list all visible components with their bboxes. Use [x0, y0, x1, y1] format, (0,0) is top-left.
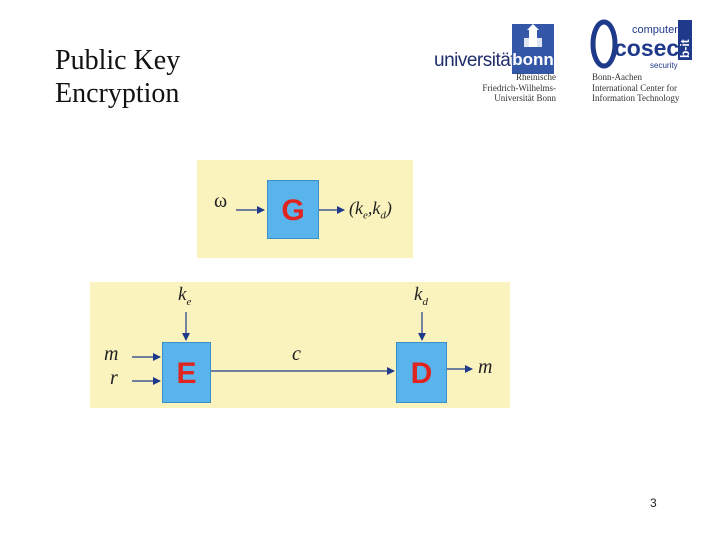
decrypt-box-label: D [410, 357, 433, 390]
ke-label: ke [178, 284, 191, 308]
key-pair-sub-e: e [362, 209, 368, 222]
uni-bonn-sub-line-1: Rheinische [516, 72, 556, 82]
slide-title-line-1: Public Key [55, 45, 181, 76]
uni-bonn-logo-word: universität [434, 50, 516, 71]
message-input-label: m [104, 343, 119, 365]
key-pair-open: (k [349, 198, 363, 218]
key-pair-sub-d: d [380, 209, 386, 222]
decrypt-box: D [396, 342, 447, 403]
ciphertext-label: c [292, 343, 301, 365]
cosec-sub-line-2: International Center for [592, 82, 677, 93]
key-pair-close: ) [385, 198, 392, 218]
ke-sub: e [186, 295, 192, 308]
encrypt-box: E [162, 342, 211, 403]
key-pair-sep: ,k [367, 198, 381, 218]
uni-bonn-logo-block [512, 24, 554, 74]
cosec-word-main: cosec [614, 35, 679, 61]
kd-main: k [414, 284, 423, 305]
cosec-logo: computer cosec security b-it Bonn-Aachen… [590, 18, 702, 108]
slide-title-line-2: Encryption [55, 78, 180, 109]
uni-bonn-logo-emphasis: bonn [512, 50, 554, 69]
generator-box: G [267, 180, 319, 239]
uni-bonn-logo-subtitle: Rheinische Friedrich-Wilhelms- Universit… [482, 72, 556, 104]
generator-box-label: G [281, 194, 305, 227]
cosec-sub-line-3: Information Technology [592, 93, 680, 103]
ke-main: k [178, 284, 187, 305]
kd-label: kd [414, 284, 428, 308]
key-pair-label: (ke,kd) [349, 198, 392, 222]
kd-sub: d [422, 295, 428, 308]
uni-bonn-sub-line-2: Friedrich-Wilhelms- [482, 82, 556, 93]
building-icon [524, 24, 542, 47]
cosec-logo-mark: computer cosec security b-it [590, 19, 692, 70]
page-number: 3 [650, 496, 657, 510]
message-output-label: m [478, 356, 493, 378]
cosec-sub-line-1: Bonn-Aachen [592, 72, 642, 82]
cosec-word-bottom: security [650, 61, 678, 70]
omega-label: ω [214, 190, 228, 212]
encrypt-box-label: E [176, 357, 197, 390]
cosec-logo-subtitle: Bonn-Aachen International Center for Inf… [592, 72, 679, 104]
cosec-word-top: computer [632, 24, 678, 36]
uni-bonn-logo: universität bonn Rheinische Friedrich-Wi… [434, 22, 564, 106]
uni-bonn-sub-line-3: Universität Bonn [494, 93, 556, 103]
cosec-word-side: b-it [678, 39, 692, 58]
slide-title: Public Key Encryption [55, 44, 275, 110]
random-input-label: r [110, 367, 118, 389]
